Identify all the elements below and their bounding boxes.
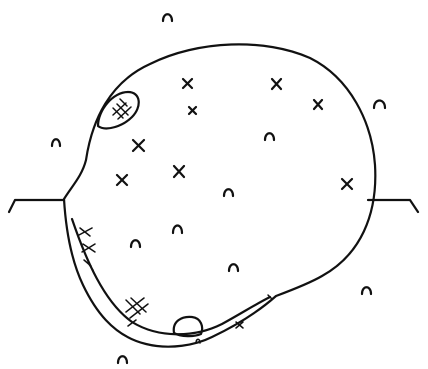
arch-mark <box>224 189 233 196</box>
arch-mark <box>118 356 127 363</box>
x-mark <box>342 179 352 189</box>
arch-mark <box>173 226 182 234</box>
arch-mark <box>362 287 371 294</box>
x-mark <box>174 166 184 177</box>
crosshatch-patch-lower <box>126 298 148 326</box>
x-mark <box>183 79 192 88</box>
x-mark <box>117 175 127 185</box>
arch-mark <box>265 133 274 140</box>
arch-marks-outside <box>118 14 385 363</box>
arch-mark <box>163 14 172 21</box>
lower-band-inner-line <box>72 219 270 334</box>
crosshatch-patch-left <box>79 228 95 270</box>
arch-mark <box>52 139 60 146</box>
x-mark <box>189 107 196 114</box>
x-mark <box>314 100 322 109</box>
x-marks <box>117 79 352 189</box>
x-mark <box>133 140 144 151</box>
x-mark <box>272 79 281 89</box>
arch-mark <box>229 264 238 271</box>
arch-mark <box>131 240 140 247</box>
arch-mark <box>374 101 385 109</box>
left-line <box>9 200 64 212</box>
right-line <box>368 200 418 212</box>
crosshatch-patch-upper <box>113 99 131 119</box>
